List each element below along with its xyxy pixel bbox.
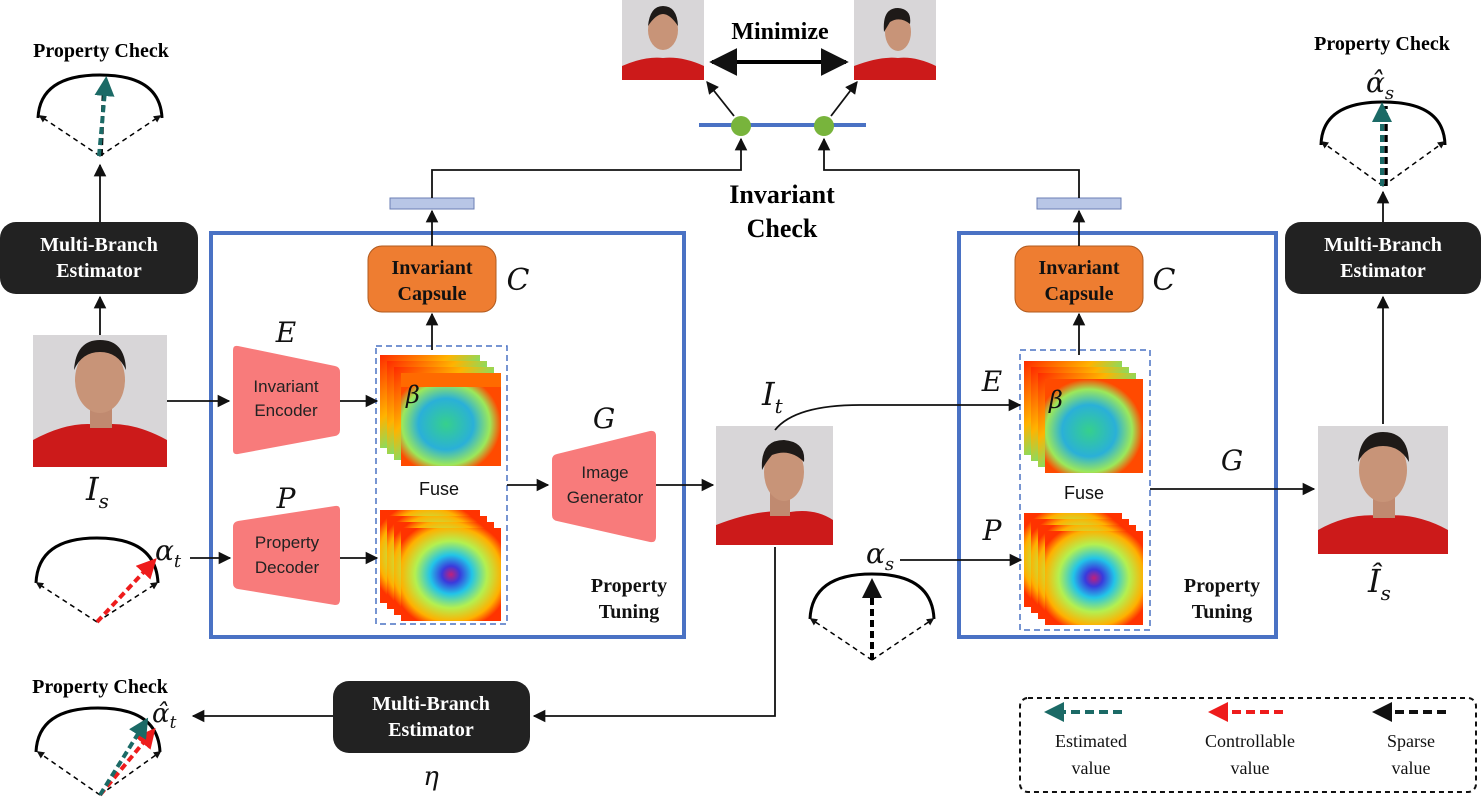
property-check-label-top-right: Property Check — [1314, 33, 1451, 55]
symbol-G-left: G — [593, 402, 615, 435]
invariant-node-left — [731, 116, 751, 136]
estimator-left-line1: Multi-Branch — [40, 234, 158, 256]
property-tuning-box-left — [209, 231, 686, 639]
legend-controllable-line2: value — [1231, 758, 1270, 778]
arrow-target-to-estimator-bottom — [532, 547, 776, 723]
generator-line2: Generator — [567, 488, 644, 507]
beta-symbol-left: β — [405, 381, 420, 409]
symbol-alpha-t: αt — [155, 534, 182, 572]
encoder-line2: Encoder — [254, 401, 318, 420]
capsule-vector-right — [1036, 197, 1122, 210]
estimator-left-line2: Estimator — [56, 260, 142, 282]
symbol-P-right: P — [982, 514, 1003, 547]
face-image-target — [716, 426, 833, 545]
tuning-right-line2: Tuning — [1192, 601, 1252, 623]
symbol-alpha-hat-t: α̂t — [152, 699, 177, 733]
invariant-encoder-shape — [233, 345, 340, 455]
symbol-I-s: Is — [85, 470, 109, 513]
encoder-line1: Invariant — [253, 377, 318, 396]
beta-feature-stack-right — [1024, 361, 1143, 473]
property-check-fan-top-right — [1319, 100, 1447, 187]
invariant-check-line2: Check — [747, 214, 818, 243]
decoder-line1: Property — [255, 533, 320, 552]
capsule-left-line1: Invariant — [391, 257, 472, 279]
symbol-C-right: C — [1153, 263, 1176, 298]
estimator-box-bottom — [333, 681, 530, 753]
symbol-I-t: It — [761, 375, 784, 418]
estimator-box-right — [1285, 222, 1481, 294]
image-generator-shape — [552, 430, 656, 543]
alpha-s-fan — [808, 572, 936, 661]
invariant-check-line1: Invariant — [729, 180, 835, 209]
property-check-fan-bottom-left — [34, 706, 162, 797]
symbol-E-right: E — [981, 365, 1002, 398]
symbol-C-left: C — [507, 263, 530, 298]
connector-right-capsule-node — [817, 137, 1080, 198]
alpha-feature-stack-left — [380, 510, 501, 621]
property-decoder-shape — [233, 505, 340, 605]
face-image-reconstructed — [1318, 426, 1448, 554]
minimize-label: Minimize — [731, 19, 829, 45]
arrow-node-to-face-right — [830, 80, 858, 117]
face-image-top-right — [854, 0, 936, 80]
capsule-left-line2: Capsule — [398, 283, 467, 305]
property-tuning-box-right — [957, 231, 1278, 639]
property-check-fan-top-left — [36, 73, 164, 157]
tuning-left-line1: Property — [591, 575, 667, 597]
symbol-E-left: E — [275, 316, 296, 349]
symbol-I-hat-s: Îs — [1367, 562, 1391, 605]
estimator-right-line1: Multi-Branch — [1324, 234, 1442, 256]
symbol-alpha-s: αs — [866, 537, 894, 575]
tuning-left-line2: Tuning — [599, 601, 659, 623]
capsule-right-line1: Invariant — [1038, 257, 1119, 279]
decoder-line2: Decoder — [255, 558, 320, 577]
capsule-vector-left — [389, 197, 475, 210]
feature-group-right — [1019, 349, 1151, 631]
property-check-label-top-left: Property Check — [33, 40, 170, 62]
estimator-bottom-line2: Estimator — [388, 719, 474, 741]
fuse-label-left: Fuse — [419, 479, 459, 499]
arrow-node-to-face-left — [706, 81, 735, 117]
generator-line1: Image — [581, 463, 628, 482]
symbol-eta: η — [423, 762, 439, 792]
beta-symbol-right: β — [1048, 386, 1063, 414]
estimator-bottom-line1: Multi-Branch — [372, 693, 490, 715]
connector-left-capsule-node — [431, 137, 748, 198]
face-image-source — [33, 335, 167, 467]
invariant-node-right — [814, 116, 834, 136]
arrow-target-to-encoder-right — [774, 398, 1022, 431]
estimator-box-left — [0, 222, 198, 294]
legend-sparse-line1: Sparse — [1387, 731, 1435, 751]
capsule-right-line2: Capsule — [1045, 283, 1114, 305]
fuse-label-right: Fuse — [1064, 483, 1104, 503]
symbol-G-right: G — [1221, 444, 1243, 477]
legend-controllable-line1: Controllable — [1205, 731, 1295, 751]
alpha-t-fan — [34, 536, 160, 624]
estimator-right-line2: Estimator — [1340, 260, 1426, 282]
property-check-label-bottom-left: Property Check — [32, 676, 169, 698]
symbol-alpha-hat-s: α̂s — [1366, 66, 1394, 104]
legend-sparse-line2: value — [1392, 758, 1431, 778]
legend-box — [1019, 697, 1477, 793]
tuning-right-line1: Property — [1184, 575, 1260, 597]
legend-estimated-line2: value — [1072, 758, 1111, 778]
face-image-top-left — [622, 0, 704, 80]
symbol-P-left: P — [276, 482, 297, 515]
legend-estimated-line1: Estimated — [1055, 731, 1127, 751]
beta-feature-stack-left — [380, 355, 501, 466]
alpha-feature-stack-right — [1024, 513, 1143, 625]
